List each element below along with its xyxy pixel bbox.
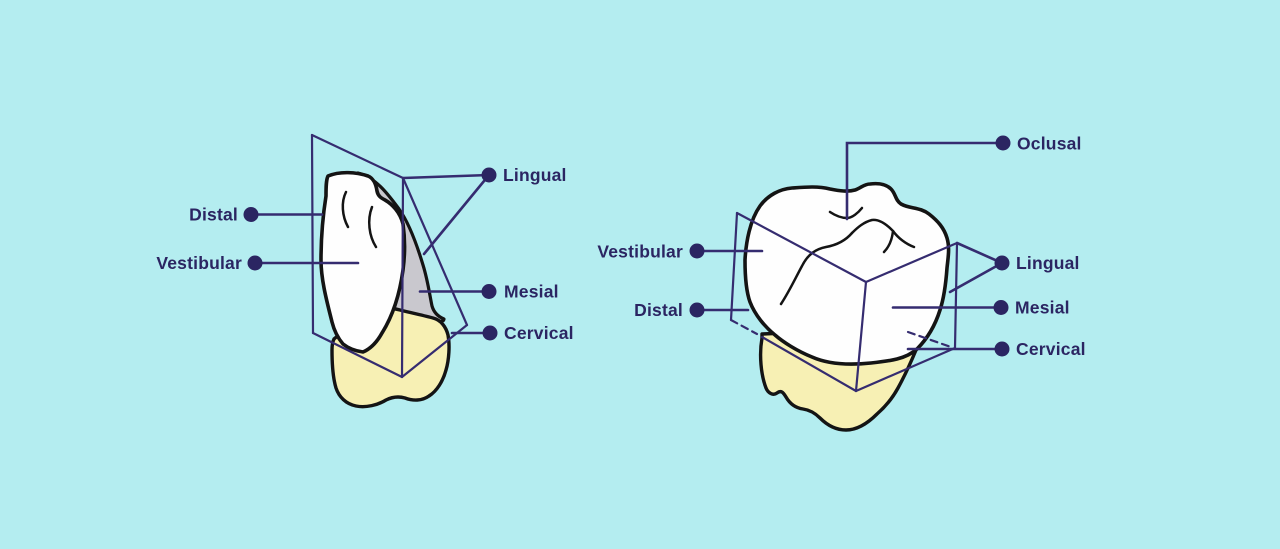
hidden-edge [729, 318, 759, 336]
label-cervical: Cervical [1016, 339, 1086, 359]
label-distal: Distal [634, 300, 683, 320]
right-labels: Oclusal Vestibular Distal Lingual Mesial… [597, 134, 1085, 360]
label-dot-vestibular [247, 255, 263, 271]
label-dot-mesial [993, 300, 1009, 315]
molar-fissure-line [891, 229, 916, 249]
premolar-fissure-line [367, 205, 378, 249]
left-labels: Distal Vestibular Lingual Mesial Cervica… [156, 165, 573, 343]
leader-line-lingual [955, 241, 1004, 265]
left-tooth-diagram: Distal Vestibular Lingual Mesial Cervica… [156, 133, 574, 409]
right-tooth-diagram: Oclusal Vestibular Distal Lingual Mesial… [597, 134, 1086, 432]
label-cervical: Cervical [504, 323, 574, 343]
molar-fissure-line [850, 218, 894, 235]
leader-line-lingual-surface [422, 173, 491, 256]
label-dot-distal [689, 302, 705, 318]
cube-wireframe [729, 211, 959, 393]
label-dot-cervical [482, 325, 498, 341]
label-lingual: Lingual [1016, 253, 1080, 273]
leader-line-lingual [401, 173, 491, 180]
molar-fissure-line [882, 229, 895, 254]
label-vestibular: Vestibular [597, 242, 683, 262]
label-mesial: Mesial [1015, 298, 1070, 318]
label-distal: Distal [189, 205, 238, 225]
premolar-crown [319, 170, 407, 354]
label-dot-lingual [994, 255, 1010, 271]
label-oclusal: Oclusal [1017, 134, 1082, 154]
molar-crown [743, 181, 951, 366]
prism-wireframe [310, 133, 469, 379]
hidden-edge [906, 330, 953, 349]
label-lingual: Lingual [503, 165, 567, 185]
label-mesial: Mesial [504, 282, 559, 302]
label-dot-vestibular [689, 243, 705, 259]
leader-line-oclusal [845, 141, 1005, 221]
label-dot-mesial [481, 284, 497, 299]
label-dot-oclusal [995, 135, 1011, 151]
label-dot-cervical [994, 341, 1010, 357]
leader-line-lingual-surface [948, 261, 1004, 294]
label-vestibular: Vestibular [156, 253, 242, 273]
label-dot-distal [243, 207, 259, 222]
premolar-fissure-line [341, 190, 350, 229]
label-dot-lingual [481, 167, 497, 183]
